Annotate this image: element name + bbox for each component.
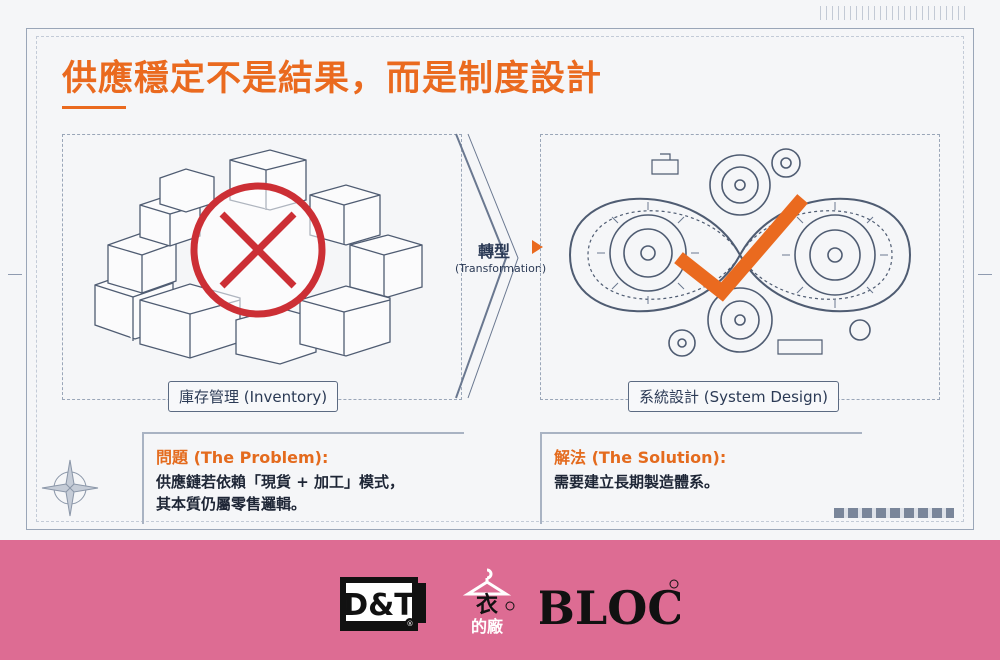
problem-line-1: 供應鏈若依賴「現貨 + 加工」模式， bbox=[156, 473, 405, 491]
frame-tick-right bbox=[978, 274, 992, 275]
transformation-sublabel: (Transformation) bbox=[455, 262, 547, 275]
dt-logo: D&T ® bbox=[340, 577, 426, 631]
solution-line-1: 需要建立長期製造體系。 bbox=[554, 473, 720, 491]
gear-icon bbox=[609, 148, 876, 357]
svg-text:®: ® bbox=[407, 620, 414, 628]
blueprint-inner-frame bbox=[36, 36, 964, 522]
problem-line-2: 其本質仍屬零售邏輯。 bbox=[156, 495, 307, 513]
system-design-label: 系統設計 (System Design) bbox=[628, 381, 839, 412]
page-title: 供應穩定不是結果，而是制度設計 bbox=[62, 59, 603, 99]
transformation-chevron bbox=[455, 133, 519, 399]
inventory-label: 庫存管理 (Inventory) bbox=[168, 381, 339, 412]
system-design-illustration bbox=[568, 148, 912, 357]
svg-text:BLOC: BLOC bbox=[540, 581, 680, 634]
check-icon bbox=[674, 194, 808, 302]
problem-note-frame bbox=[142, 432, 464, 524]
yi-de-chang-logo: 衣 的廠 bbox=[462, 568, 515, 636]
svg-text:衣: 衣 bbox=[476, 592, 498, 618]
top-ruler bbox=[820, 6, 970, 20]
svg-text:的廠: 的廠 bbox=[471, 617, 504, 636]
bloc-logo: BLOC bbox=[540, 579, 680, 634]
decorative-strip bbox=[834, 508, 954, 518]
problem-heading: 問題 (The Problem): bbox=[156, 448, 329, 467]
diagram-board: 供應穩定不是結果，而是制度設計 bbox=[8, 6, 992, 530]
transformation-label: 轉型 bbox=[478, 242, 511, 261]
title-underline bbox=[62, 106, 126, 109]
frame-tick-left bbox=[8, 274, 22, 275]
solution-heading: 解法 (The Solution): bbox=[554, 448, 727, 467]
arrow-right-icon bbox=[532, 240, 543, 254]
footer-band bbox=[0, 540, 1000, 660]
inventory-illustration bbox=[94, 149, 423, 365]
box-stack-icon bbox=[94, 149, 423, 365]
compass-icon bbox=[41, 459, 99, 517]
blueprint-frame bbox=[26, 28, 974, 530]
svg-text:D&T: D&T bbox=[343, 588, 415, 623]
solution-note-frame bbox=[540, 432, 862, 524]
